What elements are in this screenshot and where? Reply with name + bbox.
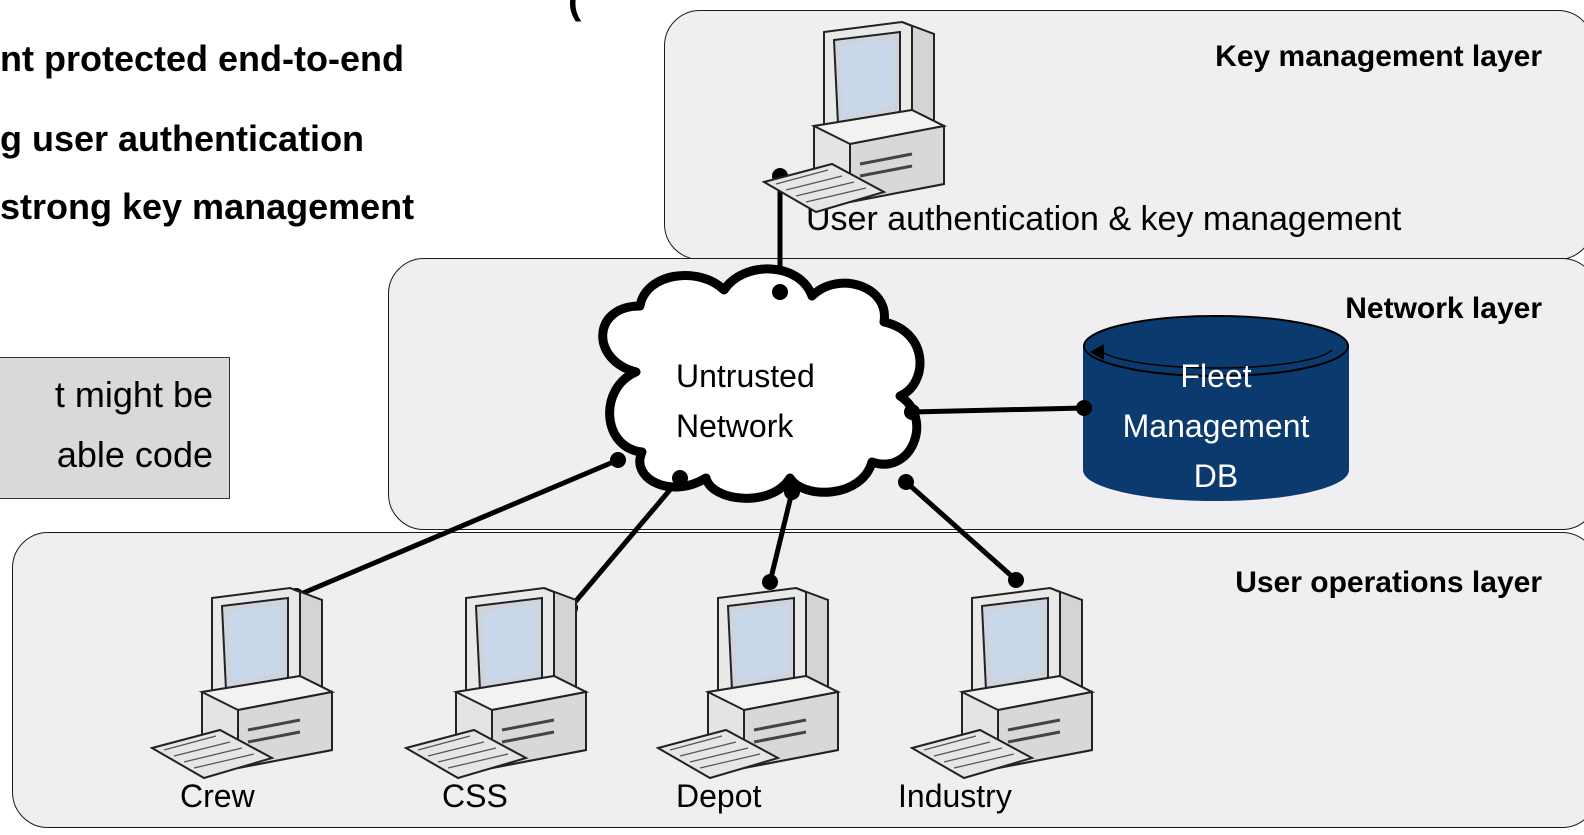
desktop-computer-icon: [656, 586, 840, 780]
cloud-label-line-1: Untrusted: [676, 358, 815, 394]
dot-cloud-industry: [898, 474, 914, 490]
dot-cloud-right: [904, 404, 920, 420]
client-label-industry: Industry: [898, 778, 1012, 814]
database-label-line-3: DB: [1193, 458, 1239, 494]
dot-depot: [762, 574, 778, 590]
link-css: [568, 476, 682, 610]
client-label-css: CSS: [442, 778, 508, 814]
network-layer: [388, 258, 1584, 530]
desktop-computer-icon: [762, 20, 946, 214]
title-fragment: (: [568, 0, 582, 22]
desktop-computer-icon: [150, 586, 334, 780]
client-label-crew: Crew: [180, 778, 255, 814]
user-operations-layer-label: User operations layer: [1235, 566, 1542, 599]
bullet-3: strong key management: [0, 186, 415, 227]
note-line-1: t might be: [54, 374, 213, 415]
link-crew: [295, 457, 619, 599]
dot-industry: [1008, 572, 1024, 588]
dot-cloud-crew: [610, 452, 626, 468]
desktop-computer-icon: [910, 586, 1094, 780]
link-industry: [904, 480, 1018, 582]
note-box: t might be able code: [0, 357, 230, 499]
desktop-computer-icon: [404, 586, 588, 780]
bullet-2: g user authentication: [0, 118, 365, 159]
database-label-line-1: Fleet: [1180, 358, 1252, 394]
database-cylinder-icon: [1083, 315, 1349, 501]
cloud-icon: [598, 264, 925, 503]
dot-cloud-top: [772, 284, 788, 300]
dot-cloud-depot: [784, 484, 800, 500]
dot-database: [1076, 400, 1092, 416]
dot-cloud-css: [672, 470, 688, 486]
client-label-depot: Depot: [676, 778, 762, 814]
bullet-1: nt protected end-to-end: [0, 38, 404, 79]
key-server-label: User authentication & key management: [806, 200, 1402, 238]
link-depot: [767, 491, 795, 583]
link-database: [911, 405, 1085, 415]
network-layer-label: Network layer: [1345, 292, 1542, 325]
cloud-label-line-2: Network: [676, 408, 794, 444]
note-line-2: able code: [56, 434, 213, 475]
database-label-line-2: Management: [1122, 408, 1310, 444]
connection-lines: [295, 176, 1085, 610]
key-management-layer-label: Key management layer: [1215, 40, 1542, 73]
